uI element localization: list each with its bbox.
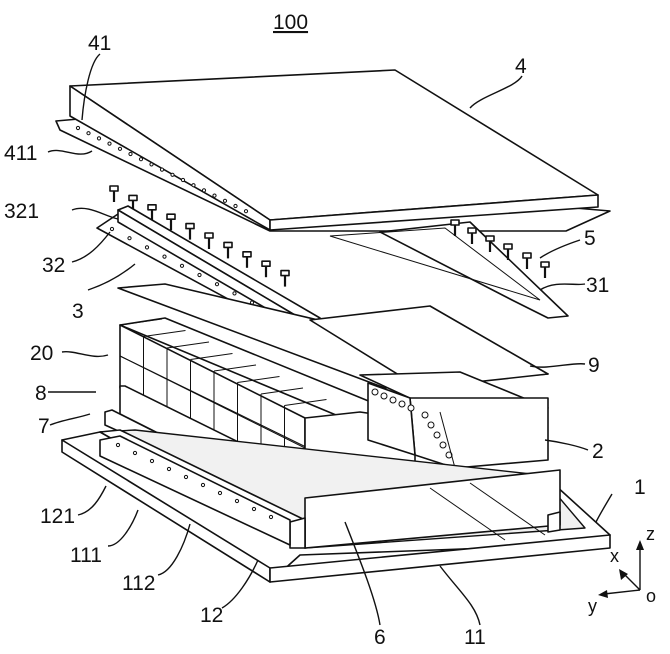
bolts-5-left-row [109,185,290,287]
bolt [166,213,176,231]
bracket-3 [96,205,321,339]
label-112: 112 [122,572,155,595]
rail-121-holes [115,442,274,520]
label-8: 8 [35,382,47,405]
cell-connectors [371,388,453,459]
label-32: 32 [42,254,65,277]
bolt [540,261,550,278]
bolt [485,235,495,252]
battery-module-2 [359,371,549,469]
axis-origin-label: o [646,586,656,606]
label-1: 1 [634,476,646,499]
figure-title: 100 [273,11,308,34]
bolts-5-right-row [450,219,550,278]
label-11: 11 [464,626,486,649]
rail-12 [99,435,291,546]
bolt [503,243,513,260]
flange-411-holes [75,125,249,214]
bolt [522,252,532,269]
label-12: 12 [200,604,223,627]
label-321: 321 [4,200,39,223]
label-111: 111 [70,544,102,567]
label-4: 4 [515,55,527,78]
bolt [147,204,157,221]
coordinate-axes: z x y o [588,524,656,616]
label-121: 121 [40,505,75,528]
bolt [467,227,477,244]
axis-y-label: y [588,596,597,616]
label-20: 20 [30,342,53,365]
label-411: 411 [4,142,37,165]
sheet-9 [117,283,549,389]
bolt [204,232,214,249]
bolt [242,251,252,268]
top-cover-4 [55,69,611,232]
label-31: 31 [586,274,609,297]
bolt [280,269,290,287]
bolt [450,219,460,236]
bolt [223,241,233,259]
label-5: 5 [584,227,596,250]
bolt [109,185,119,202]
bolt [261,260,271,278]
label-6: 6 [374,626,386,649]
label-9: 9 [588,354,600,377]
label-2: 2 [592,440,604,463]
label-3: 3 [72,300,84,323]
leader-lines [47,53,613,626]
axis-x-label: x [610,546,619,566]
label-41: 41 [88,32,111,55]
axis-z-label: z [646,524,655,544]
label-7: 7 [38,415,50,438]
plate-31 [329,221,569,319]
bolt [185,222,195,240]
